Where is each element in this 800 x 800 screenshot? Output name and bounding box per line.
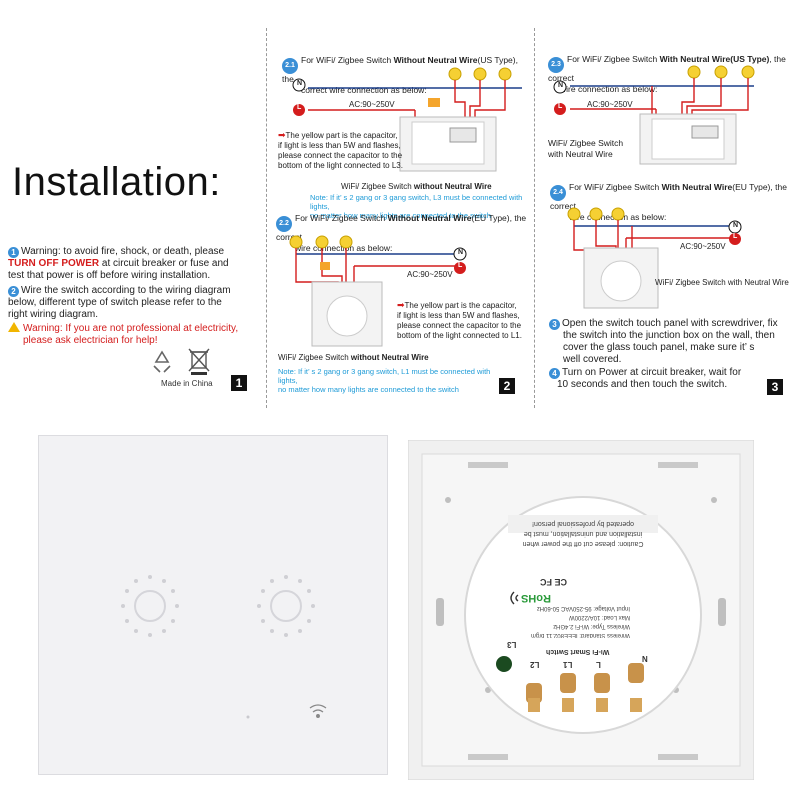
wiring-diagram-2-2 <box>289 235 456 347</box>
step-number: 4 <box>549 368 560 379</box>
neutral-terminal-icon <box>553 80 567 94</box>
step-number: 2.1 <box>282 58 298 74</box>
switch-front-photo <box>38 435 388 775</box>
terminal-n <box>628 663 644 712</box>
terminal-l2 <box>526 683 542 712</box>
step-number: 1 <box>8 247 19 258</box>
terminal-l1 <box>560 673 576 712</box>
diagram-caption-2-3: WiFi/ Zigbee Switch with Neutral Wire <box>548 138 624 159</box>
wifi-icon <box>510 591 519 605</box>
diagram-caption-2-2: WiFi/ Zigbee Switch without Neutral Wire <box>278 353 429 362</box>
terminal-label-l2: L2 <box>530 660 540 669</box>
brand-text: Wi-Fi Smart Switch <box>546 648 610 655</box>
recycle-icon <box>153 350 171 373</box>
step-number: 3 <box>549 319 560 330</box>
ce-fcc-mark: CE FC <box>540 577 567 587</box>
terminal-l <box>594 673 610 712</box>
voltage-label: AC:90~250V <box>587 100 633 109</box>
live-terminal-icon <box>554 103 566 115</box>
voltage-label: AC:90~250V <box>349 100 395 109</box>
step-number: 2.3 <box>548 57 564 73</box>
switch-back-panel <box>408 440 754 780</box>
wiring-diagram-2-3 <box>570 65 755 165</box>
terminal-label-n: N <box>642 654 648 663</box>
capacitor-note-1: ➡The yellow part is the capacitor, if li… <box>278 130 403 170</box>
capacitor-note-2: ➡The yellow part is the capacitor, if li… <box>397 300 522 340</box>
made-in-china: Made in China <box>161 379 213 388</box>
terminal-label-l3: L3 <box>507 640 517 649</box>
section-2-3-heading: 2.3For WiFi/ Zigbee Switch With Neutral … <box>548 54 786 94</box>
wiring-diagram-2-1 <box>308 67 522 172</box>
arrow-right-icon: ➡ <box>278 130 286 140</box>
page-number-3: 3 <box>767 379 783 395</box>
page-title: Installation: <box>12 160 221 204</box>
arrow-right-icon: ➡ <box>397 300 405 310</box>
voltage-label: AC:90~250V <box>407 270 453 279</box>
spec-block: Wireless Standard: IEEE802.11 b/g/n Wire… <box>531 605 630 638</box>
divider <box>534 28 535 408</box>
weee-bin-icon <box>188 348 210 375</box>
voltage-label: AC:90~250V <box>680 242 726 251</box>
neutral-terminal-icon <box>453 247 467 261</box>
live-terminal-icon <box>454 262 466 274</box>
warning-electrician: Warning: If you are not professional at … <box>8 322 266 347</box>
page-number-1: 1 <box>231 375 247 391</box>
note-2-2: Note: If it’ s 2 gang or 3 gang switch, … <box>278 367 491 394</box>
diagram-caption-2-1: WiFi/ Zigbee Switch without Neutral Wire <box>341 182 492 191</box>
step-number: 2 <box>8 286 19 297</box>
step-number: 2.2 <box>276 216 292 232</box>
live-terminal-icon <box>729 233 741 245</box>
section-2-1-heading: 2.1For WiFi/ Zigbee Switch Without Neutr… <box>282 55 518 95</box>
page-number-2: 2 <box>499 378 515 394</box>
touch-button-2 <box>257 575 315 637</box>
warning-icon <box>8 322 20 332</box>
live-terminal-icon <box>293 104 305 116</box>
wifi-icon <box>309 704 327 718</box>
touch-button-1 <box>121 575 179 637</box>
diagram-caption-2-4: WiFi/ Zigbee Switch with Neutral Wire <box>655 278 789 287</box>
step-number: 2.4 <box>550 185 566 201</box>
terminal-label-l: L <box>596 660 601 669</box>
divider <box>266 28 267 408</box>
product-label: Caution: please cut off the power when i… <box>522 520 644 547</box>
neutral-terminal-icon <box>292 78 306 92</box>
terminal-label-l1: L1 <box>563 660 573 669</box>
wiring-diagram-2-4 <box>567 207 730 309</box>
switch-front-panel <box>38 435 388 775</box>
note-2-1: Note: If it’ s 2 gang or 3 gang switch, … <box>310 193 523 220</box>
